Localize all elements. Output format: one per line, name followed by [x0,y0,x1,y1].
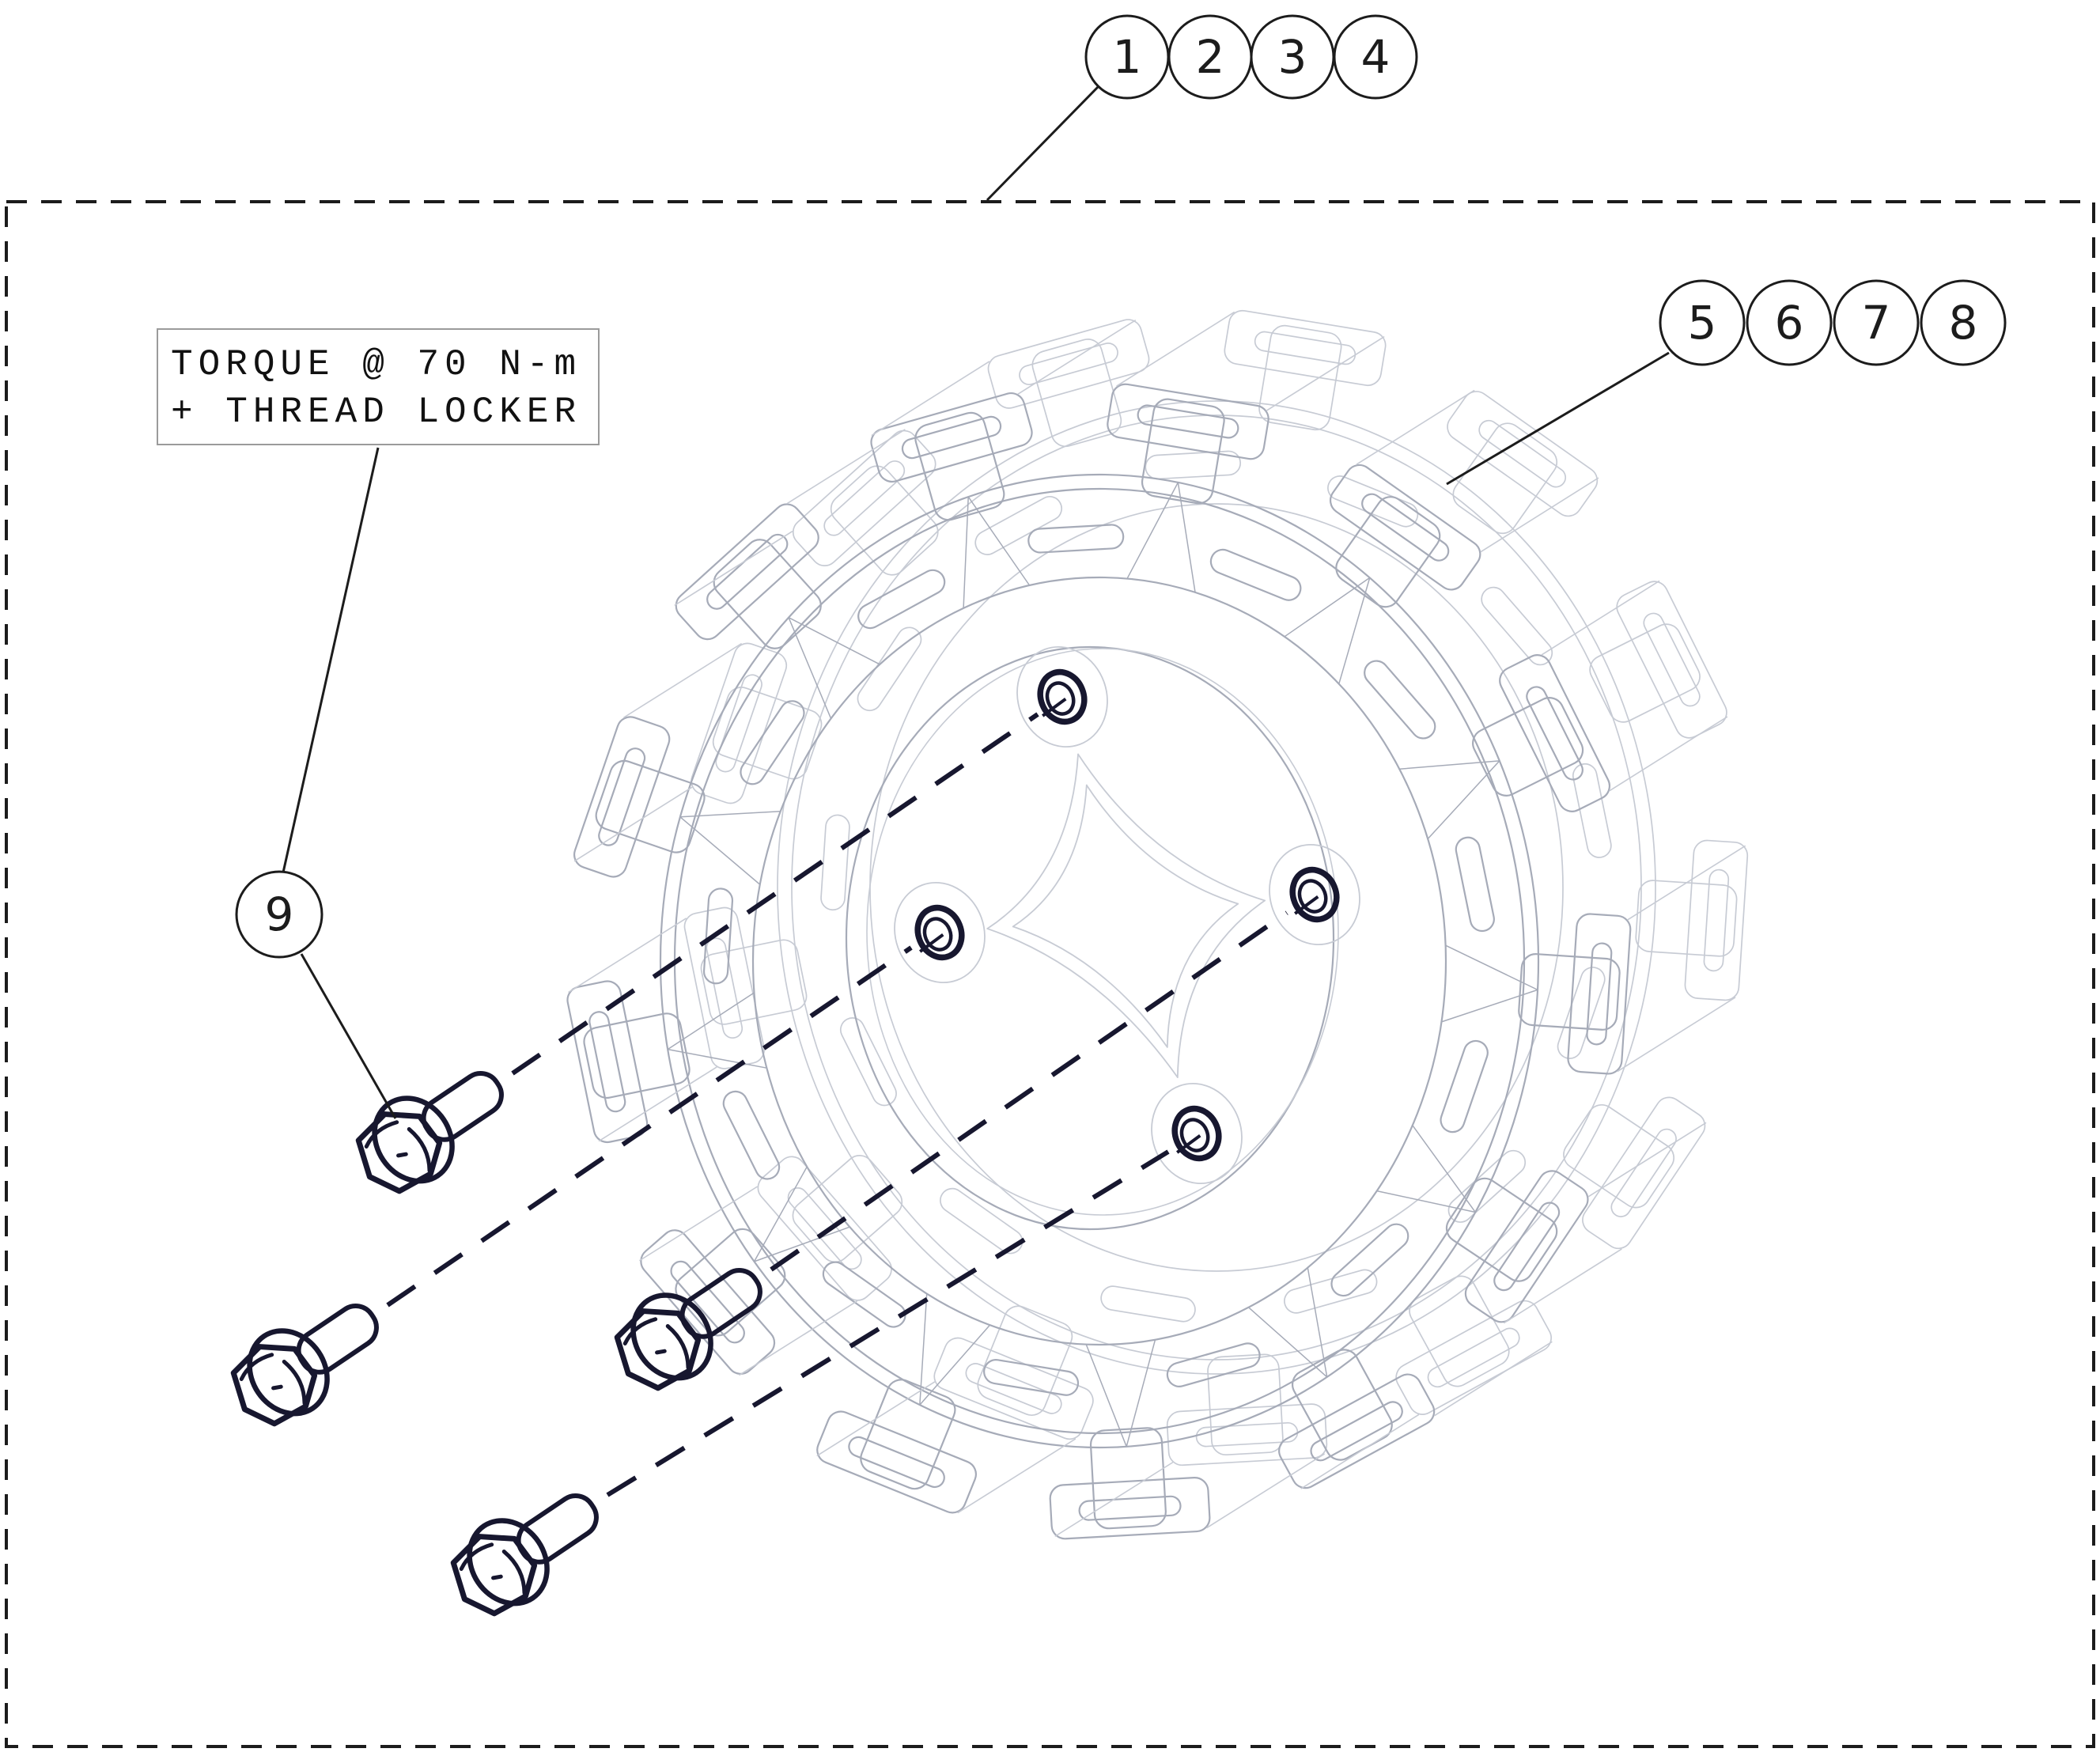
callout-label-3: 3 [1278,30,1307,84]
axis-line-bolt3-to-right-hole [770,910,1288,1272]
callout-balloon-2: 2 [1167,14,1253,100]
callout-label-4: 4 [1361,30,1391,84]
leader-callout5-to-wheel [1446,351,1670,486]
bolt-hole-bottom [1164,1102,1226,1166]
axis-line-bolt1-to-top-hole [511,712,1039,1076]
callout-label-7: 7 [1862,296,1891,350]
flange-bolt-4 [437,1470,616,1630]
leader-callout9-to-bolt [300,953,397,1119]
bolt-holes [906,665,1344,1166]
assembly-axis-lines [386,712,1288,1497]
callout-balloon-7: 7 [1833,279,1920,366]
callout-label-5: 5 [1688,296,1717,350]
bolt-hole-top [1029,665,1092,729]
callout-balloon-3: 3 [1250,14,1335,100]
callout-label-2: 2 [1196,30,1225,84]
bolt-hole-left [906,901,969,965]
callout-label-1: 1 [1113,30,1142,84]
callout-balloon-6: 6 [1746,279,1833,366]
leader-callout1-to-frame [986,85,1099,202]
callout-label-6: 6 [1775,296,1804,350]
compaction-wheel-drawing [566,309,1749,1540]
flange-bolts [217,1047,780,1630]
callout-balloon-4: 4 [1333,14,1418,100]
assembly-boundary-dashed-frame [5,200,2095,1748]
flange-bolt-2 [217,1280,396,1440]
callout-label-9: 9 [265,887,294,941]
torque-note-box: TORQUE @ 70 N-m + THREAD LOCKER [157,328,600,445]
torque-note-line1: TORQUE @ 70 N-m [171,344,582,385]
callout-balloons: 1 2 3 4 5 6 7 [235,14,2007,959]
leader-lines [282,85,1670,1119]
torque-note-line2: + THREAD LOCKER [171,392,582,433]
leader-note-to-callout9 [282,447,380,873]
callout-label-8: 8 [1949,296,1978,350]
callout-balloon-5: 5 [1659,279,1746,366]
callout-balloon-9: 9 [235,870,324,959]
axis-line-bolt2-to-left-hole [386,945,913,1308]
bolt-hole-right [1281,863,1344,927]
callout-balloon-1: 1 [1084,14,1170,100]
wheel-hub-face [845,645,1360,1231]
callout-balloon-8: 8 [1920,279,2007,366]
